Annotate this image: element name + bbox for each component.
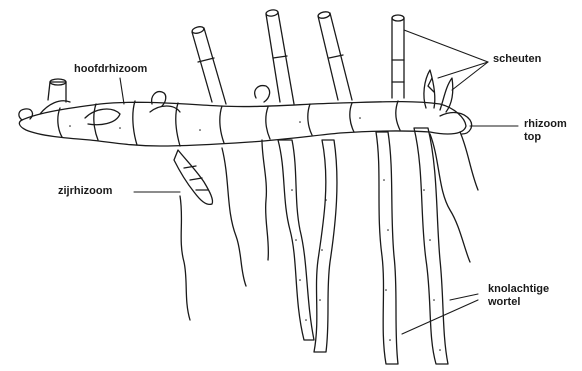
- tuber-root-4: [414, 128, 448, 364]
- label-hoofdrhizoom: hoofdrhizoom: [74, 63, 147, 76]
- shoot-2: [266, 9, 294, 104]
- bud-mid: [255, 86, 270, 102]
- leader-scheuten-3: [452, 62, 488, 90]
- leader-lines: [120, 30, 518, 334]
- rhizome-node-2: [94, 104, 98, 140]
- rhizome-node-1: [58, 108, 62, 137]
- shoot-4: [392, 15, 404, 98]
- tuber-root-3: [376, 132, 398, 364]
- scale-leaf-2: [85, 109, 120, 125]
- thin-root-5: [460, 132, 478, 190]
- scale-leaf-1: [40, 101, 70, 114]
- label-rhizoom-top-line1: rhizoom: [524, 118, 567, 131]
- label-knolachtige-wortel: knolachtige wortel: [488, 283, 549, 309]
- label-zijrhizoom: zijrhizoom: [58, 185, 112, 198]
- rhizome-tip: [440, 113, 472, 134]
- rhizome-node-8: [350, 103, 354, 132]
- leader-knol-1: [450, 294, 478, 300]
- rhizome-node-5: [220, 106, 224, 143]
- tuber-root-2: [314, 140, 337, 352]
- thin-root-1: [180, 196, 190, 320]
- label-scheuten: scheuten: [493, 53, 541, 66]
- label-knolachtige-line1: knolachtige: [488, 283, 549, 296]
- stipple-dots: [69, 117, 441, 351]
- shoot-3: [318, 11, 352, 100]
- leader-knol-2: [402, 300, 478, 334]
- rhizome-node-7: [308, 104, 312, 135]
- leader-scheuten-2: [438, 62, 488, 78]
- label-rhizoom-top-line2: top: [524, 131, 567, 144]
- main-rhizome: [19, 102, 466, 146]
- label-rhizoom-top: rhizoom top: [524, 118, 567, 144]
- shoot-1: [191, 26, 226, 104]
- leader-scheuten-1: [404, 30, 488, 62]
- scale-leaf-3: [150, 106, 180, 112]
- leader-hoofdrhizoom: [120, 78, 124, 104]
- thin-root-2: [222, 148, 246, 286]
- shoot-bud-right: [424, 70, 453, 112]
- thin-root-3: [262, 140, 268, 260]
- rhizome-node-3: [133, 101, 137, 145]
- rhizome-node-6: [266, 107, 270, 139]
- label-knolachtige-line2: wortel: [488, 296, 549, 309]
- bud-left: [152, 92, 166, 106]
- rhizome-node-9: [396, 101, 400, 130]
